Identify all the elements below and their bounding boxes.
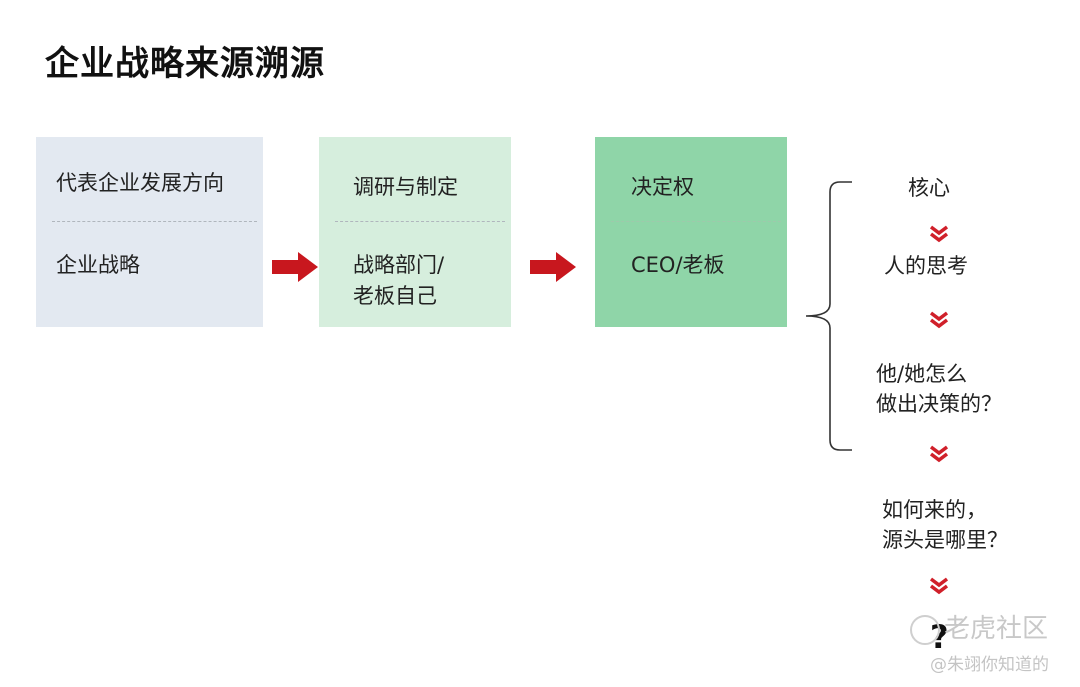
right-arrow-icon [272, 252, 318, 282]
box3-top-text: 决定权 [631, 175, 694, 199]
chain-step-core: 核心 [908, 176, 950, 200]
chain-step-origin-line2: 源头是哪里？ [882, 528, 1008, 552]
left-curly-brace [800, 178, 858, 454]
watermark-handle: @朱翊你知道的 [930, 655, 1049, 675]
chain-step-origin-line1: 如何来的， [882, 498, 987, 522]
chain-step-decision-line1: 他/她怎么 [876, 362, 968, 386]
box3-divider [611, 221, 781, 222]
decision-box: 决定权 CEO/老板 [595, 137, 787, 327]
watermark-brand: 老虎社区 [910, 608, 1048, 645]
watermark-brand-text: 老虎社区 [944, 614, 1049, 644]
chevron-down-icon [928, 225, 950, 243]
strategy-meaning-box: 代表企业发展方向 企业战略 [36, 137, 263, 327]
chevron-down-icon [928, 445, 950, 463]
box1-divider [52, 221, 257, 222]
box2-bottom-line1: 战略部门/ [353, 253, 445, 277]
box3-bottom-text: CEO/老板 [631, 253, 725, 277]
watermark-logo-icon [910, 614, 940, 645]
chain-step-decision-line2: 做出决策的？ [876, 392, 1002, 416]
box1-bottom-text: 企业战略 [56, 253, 140, 277]
research-box: 调研与制定 战略部门/ 老板自己 [319, 137, 511, 327]
box2-bottom-line2: 老板自己 [353, 284, 437, 308]
box2-divider [335, 221, 505, 222]
chain-step-thinking: 人的思考 [884, 254, 968, 278]
box2-top-text: 调研与制定 [353, 175, 458, 199]
right-arrow-icon [530, 252, 576, 282]
chevron-down-icon [928, 577, 950, 595]
page-title: 企业战略来源溯源 [45, 44, 325, 84]
chevron-down-icon [928, 311, 950, 329]
box1-top-text: 代表企业发展方向 [56, 171, 224, 195]
